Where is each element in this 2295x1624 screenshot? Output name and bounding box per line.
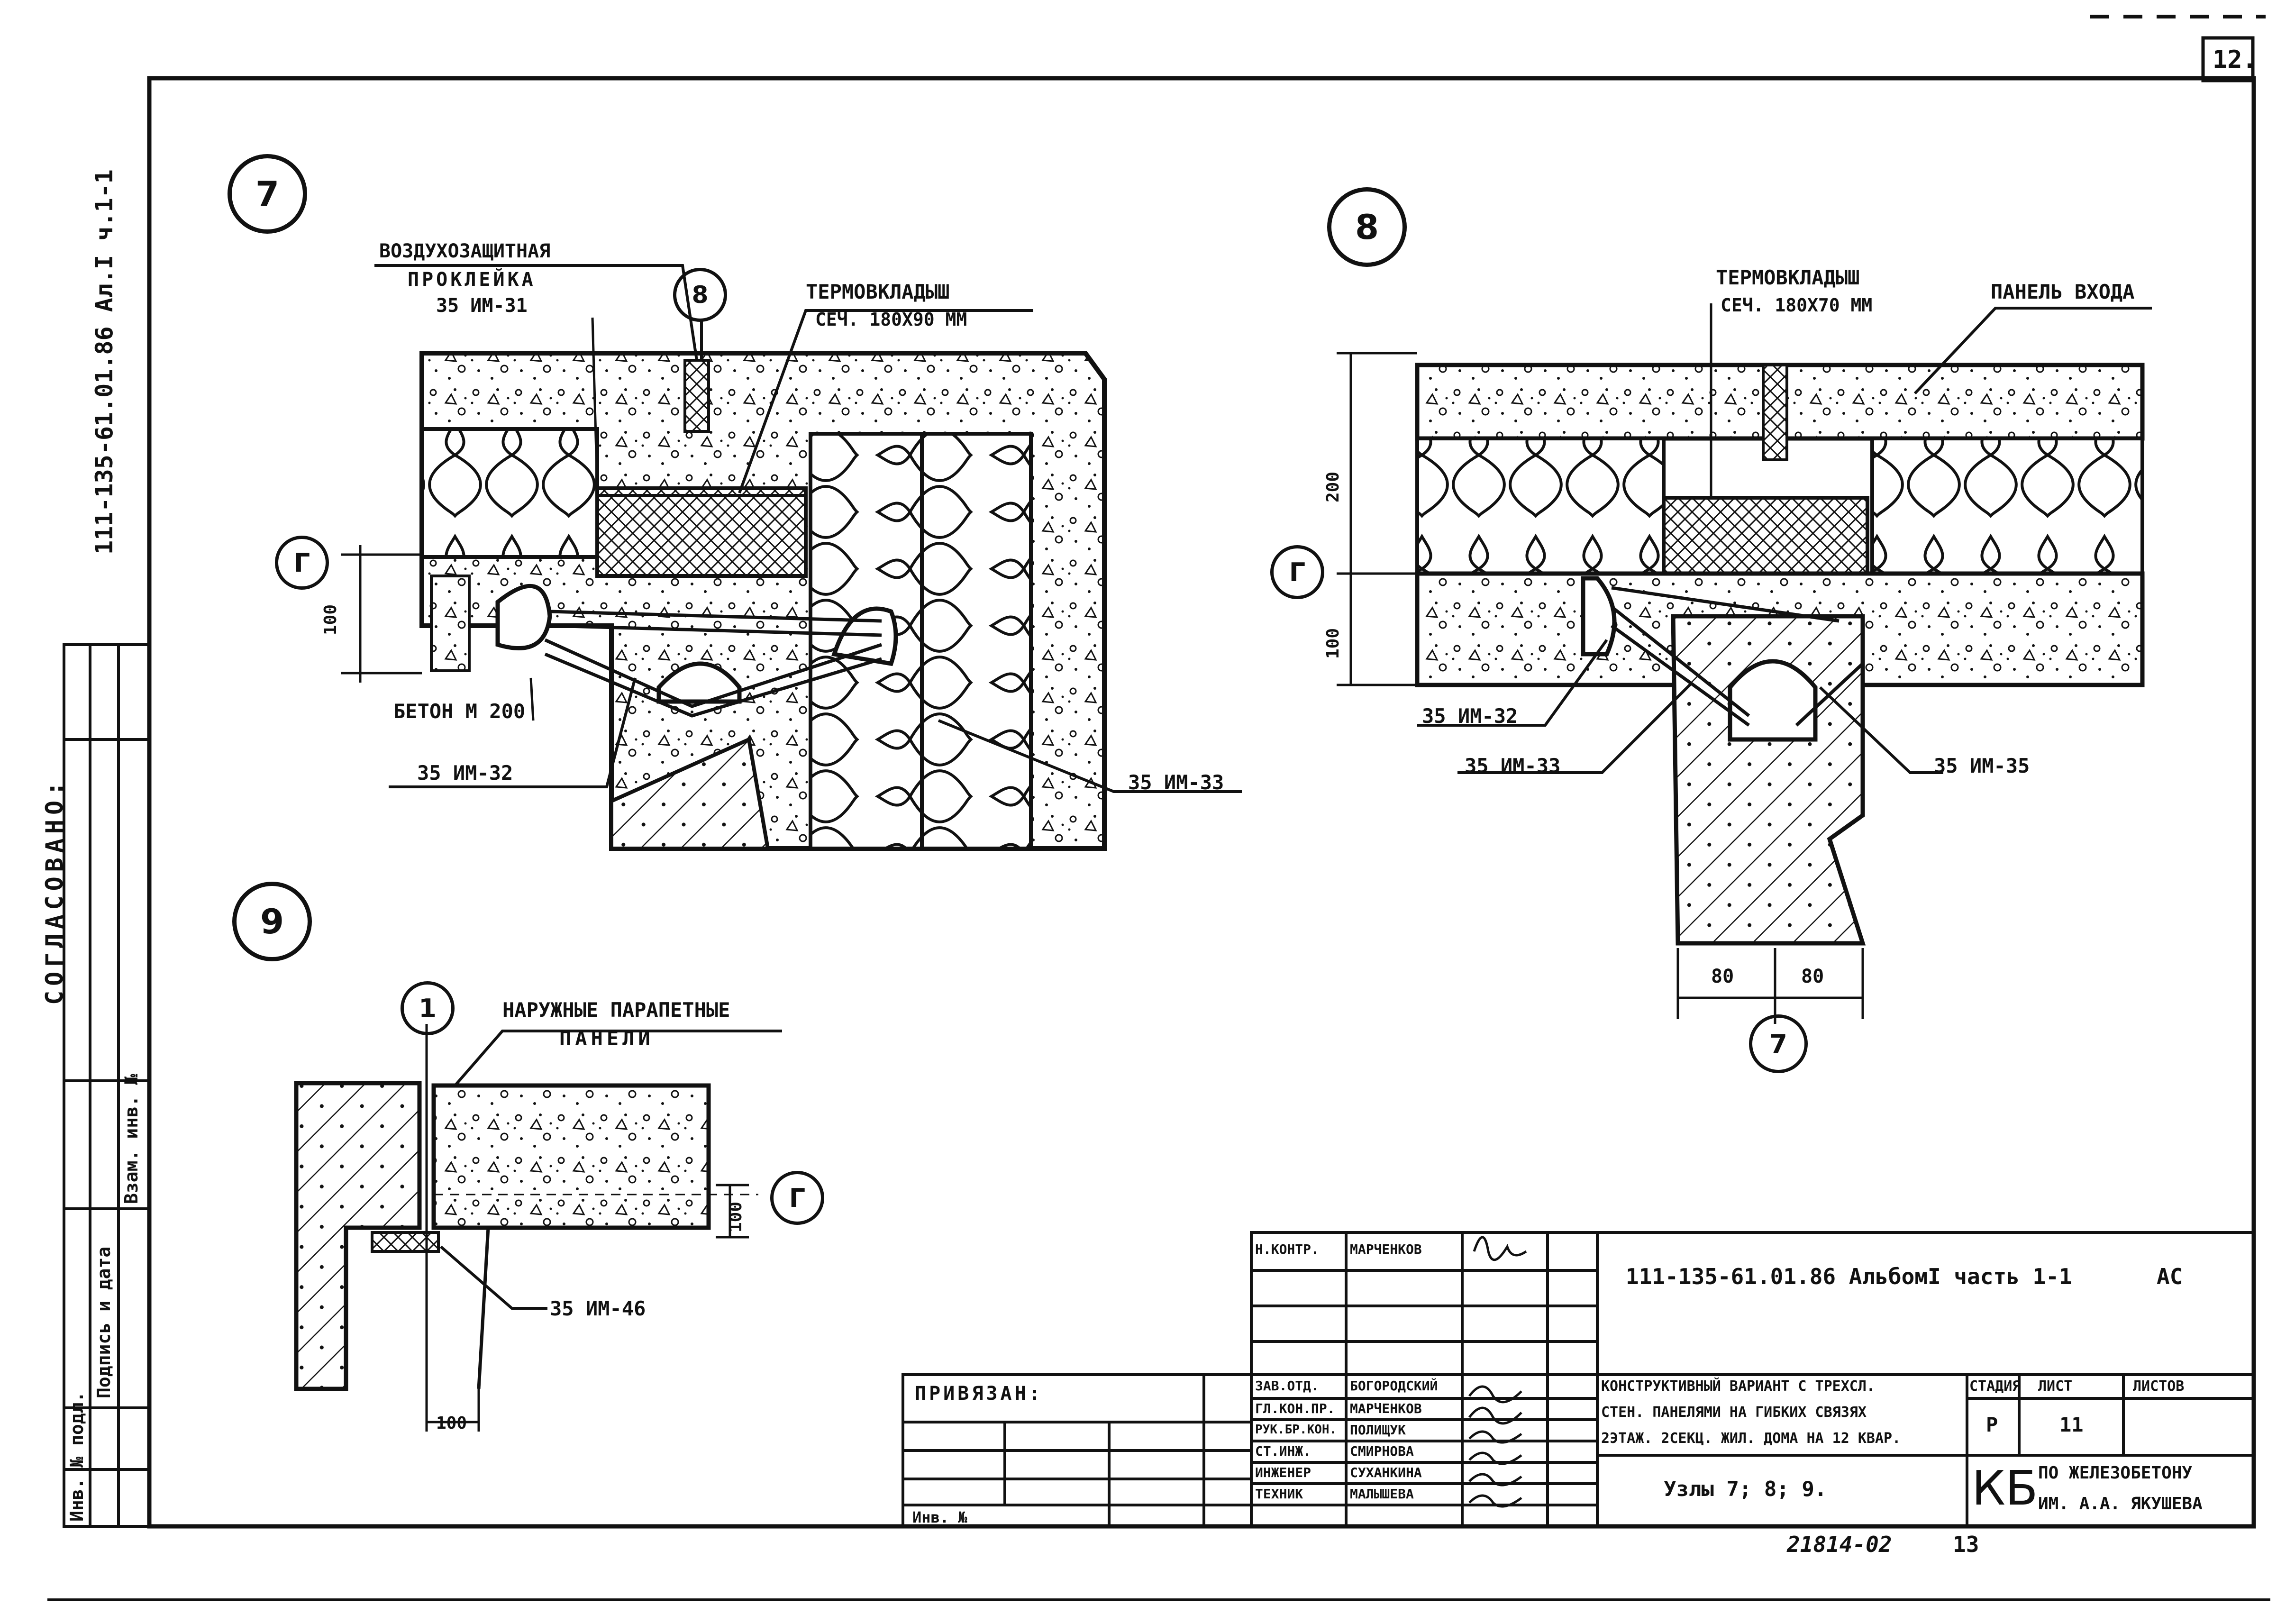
- stamp-page: 13: [1953, 1532, 1979, 1557]
- tb-org-line-1: ПО ЖЕЛЕЗОБЕТОНУ: [2038, 1463, 2193, 1483]
- role-cell: Н.КОНТР.: [1255, 1241, 1319, 1257]
- d8-label-panel: ПАНЕЛЬ ВХОДА: [1991, 280, 2135, 303]
- d8-label-im35: 35 ИМ-35: [1934, 754, 2030, 777]
- d8-dim-100: 100: [1323, 628, 1343, 659]
- stamp-number: 21814-02: [1787, 1532, 1892, 1557]
- tb-desc-line-2: СТЕН. ПАНЕЛЯМИ НА ГИБКИХ СВЯЗЯХ: [1601, 1404, 1867, 1421]
- role-cell: СТ.ИНЖ.: [1255, 1443, 1311, 1459]
- d8-label-im32: 35 ИМ-32: [1422, 704, 1518, 728]
- tb-inv-no: Инв. №: [912, 1508, 967, 1526]
- role-cell: ЗАВ.ОТД.: [1255, 1378, 1319, 1394]
- tb-org-line-2: ИМ. А.А. ЯКУШЕВА: [2038, 1494, 2203, 1514]
- detail-8-drawing: [1337, 303, 2152, 1024]
- d7-label-concrete: БЕТОН М 200: [393, 700, 526, 723]
- tb-org-mark: КБ: [1972, 1460, 2038, 1516]
- tb-desc-line-1: КОНСТРУКТИВНЫЙ ВАРИАНТ С ТРЕХСЛ.: [1601, 1378, 1875, 1395]
- side-col-inv-podl: Инв. № подл.: [66, 1391, 87, 1522]
- sheet-number: 12.: [2213, 46, 2257, 74]
- d9-label-im46: 35 ИМ-46: [550, 1297, 646, 1320]
- name-cell: МАРЧЕНКОВ: [1350, 1241, 1422, 1257]
- name-cell: МАРЧЕНКОВ: [1350, 1401, 1422, 1416]
- d7-dim-100: 100: [321, 604, 340, 635]
- d8-dim-80a: 80: [1711, 966, 1734, 987]
- d7-label-insert: ТЕРМОВКЛАДЫШ: [806, 280, 950, 303]
- d7-label-im32: 35 ИМ-32: [417, 761, 513, 785]
- d9-axis-g: Г: [770, 1171, 824, 1225]
- d7-label-insert-size: СЕЧ. 180Х90 ММ: [815, 309, 967, 330]
- side-col-vzam: Взам. инв. №: [121, 1074, 142, 1204]
- d7-label-gasket: ВОЗДУХОЗАЩИТНАЯ: [379, 240, 551, 262]
- side-doc-code: 111-135-61.01.86 Ал.I ч.1-1: [91, 169, 118, 555]
- name-cell: МАЛЫШЕВА: [1350, 1486, 1414, 1502]
- d9-axis-1: 1: [401, 981, 455, 1035]
- side-agreed-label: СОГЛАСОВАНО:: [41, 776, 68, 1005]
- tb-sheet: 11: [2059, 1413, 2084, 1436]
- d8-label-insert-size: СЕЧ. 180Х70 ММ: [1721, 295, 1873, 316]
- name-cell: ПОЛИЩУК: [1350, 1422, 1406, 1438]
- detail-9-number: 9: [232, 882, 312, 961]
- d8-label-im33: 35 ИМ-33: [1465, 754, 1561, 777]
- tb-stage: Р: [1986, 1413, 1998, 1436]
- role-cell: ГЛ.КОН.ПР.: [1255, 1401, 1335, 1416]
- d9-label-panels: НАРУЖНЫЕ ПАРАПЕТНЫЕ: [502, 998, 730, 1022]
- detail-7-drawing: [341, 264, 1242, 851]
- tb-col-sheet: ЛИСТ: [2038, 1378, 2073, 1395]
- d7-label-im33: 35 ИМ-33: [1128, 771, 1224, 794]
- d7-ref-8: 8: [673, 268, 727, 322]
- tb-sheet-title: Узлы 7; 8; 9.: [1664, 1477, 1827, 1501]
- d8-dim-80b: 80: [1801, 966, 1824, 987]
- d7-label-gasket-2: ПРОКЛЕЙКА: [408, 269, 536, 291]
- tb-col-sheets: ЛИСТОВ: [2133, 1378, 2185, 1395]
- tb-privyazan: ПРИВЯЗАН:: [915, 1383, 1043, 1405]
- tb-doc-code: 111-135-61.01.86 АльбомI часть 1-1: [1626, 1264, 2072, 1289]
- detail-9-drawing: [294, 1024, 782, 1432]
- side-col-sign-date: Подпись и дата: [93, 1246, 114, 1398]
- d7-axis-g: Г: [275, 536, 329, 590]
- d9-dim-100-v: 100: [726, 1201, 746, 1232]
- role-cell: ИНЖЕНЕР: [1255, 1465, 1311, 1480]
- name-cell: БОГОРОДСКИЙ: [1350, 1378, 1438, 1394]
- name-cell: СУХАНКИНА: [1350, 1465, 1422, 1480]
- detail-8-number: 8: [1327, 187, 1407, 267]
- tb-section: АС: [2157, 1264, 2183, 1289]
- d7-label-im31: 35 ИМ-31: [436, 295, 528, 317]
- d9-dim-100-h: 100: [436, 1414, 467, 1433]
- title-block-grid: [902, 1231, 2255, 1528]
- detail-7-number: 7: [228, 154, 307, 234]
- side-strip: [63, 643, 151, 1528]
- d8-axis-g: Г: [1270, 545, 1324, 599]
- role-cell: РУК.БР.КОН.: [1255, 1423, 1337, 1437]
- name-cell: СМИРНОВА: [1350, 1443, 1414, 1459]
- tb-col-stage: СТАДИЯ: [1969, 1378, 2021, 1395]
- d8-ref-7: 7: [1749, 1014, 1808, 1073]
- role-cell: ТЕХНИК: [1255, 1486, 1303, 1502]
- tb-desc-line-3: 2ЭТАЖ. 2СЕКЦ. ЖИЛ. ДОМА НА 12 КВАР.: [1601, 1430, 1901, 1447]
- d8-dim-200: 200: [1323, 471, 1343, 502]
- signatures: [1468, 1236, 1527, 1508]
- d8-label-insert: ТЕРМОВКЛАДЫШ: [1716, 266, 1860, 289]
- d9-label-panels-2: ПАНЕЛИ: [559, 1027, 654, 1050]
